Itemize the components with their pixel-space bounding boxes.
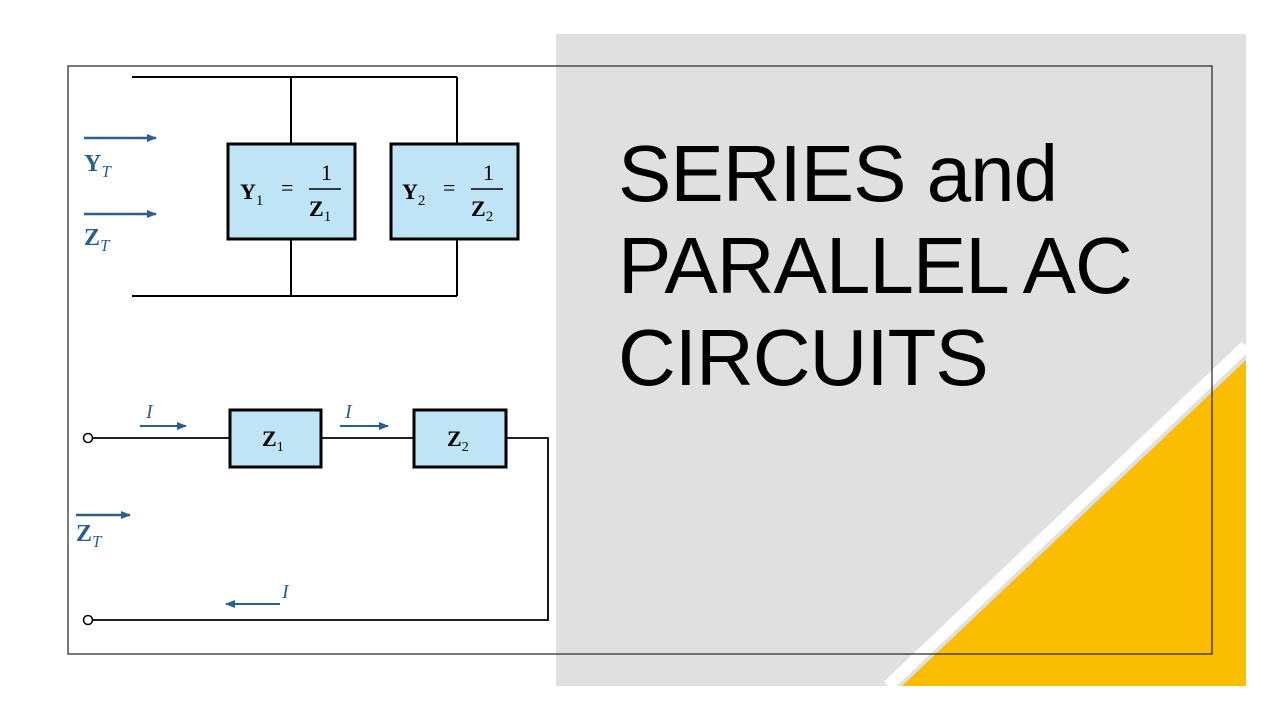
zt-label: ZT — [84, 225, 111, 255]
current-label-1: I — [145, 401, 154, 423]
title-line-3: CIRCUITS — [618, 313, 989, 402]
z2-label: Z2 — [447, 426, 469, 455]
branch1-box — [226, 142, 357, 241]
title-line-2: PARALLEL AC — [618, 221, 1133, 310]
parallel-circuit — [132, 76, 458, 297]
branch1-lhs: Y1 — [240, 179, 263, 209]
series-total-label: ZT — [76, 511, 131, 551]
branch2-formula: Y2 = 1 Z2 — [402, 160, 503, 225]
series-wires — [92, 437, 549, 621]
slide-frame — [67, 65, 1213, 655]
branch1-numerator: 1 — [321, 160, 332, 185]
title-line-1: SERIES and — [618, 129, 1058, 218]
accent-white-stripe — [883, 341, 1251, 691]
yellow-accent-triangle — [902, 360, 1246, 686]
branch2-denominator: Z2 — [471, 196, 493, 225]
current-label-return: I — [281, 581, 290, 603]
z1-box — [228, 408, 323, 469]
bottom-terminal-icon — [82, 614, 94, 626]
branch2-equals: = — [443, 175, 455, 200]
z1-label: Z1 — [262, 426, 284, 455]
series-zt-label: ZT — [76, 521, 103, 551]
branch1-denominator: Z1 — [309, 196, 331, 225]
branch2-box — [389, 142, 520, 241]
branch1-equals: = — [281, 175, 293, 200]
branch1-formula: Y1 = 1 Z1 — [240, 160, 341, 225]
slide-title: SERIES and PARALLEL AC CIRCUITS — [618, 128, 1178, 404]
z2-box — [412, 408, 508, 469]
branch2-numerator: 1 — [483, 160, 494, 185]
series-wire-return — [92, 437, 549, 621]
current-label-2: I — [344, 401, 353, 423]
branch2-lhs: Y2 — [402, 179, 425, 209]
top-terminal-icon — [82, 432, 94, 444]
parallel-total-labels: YT ZT — [84, 134, 157, 255]
series-current-markers: I I I — [140, 401, 389, 608]
yt-label: YT — [84, 151, 112, 181]
